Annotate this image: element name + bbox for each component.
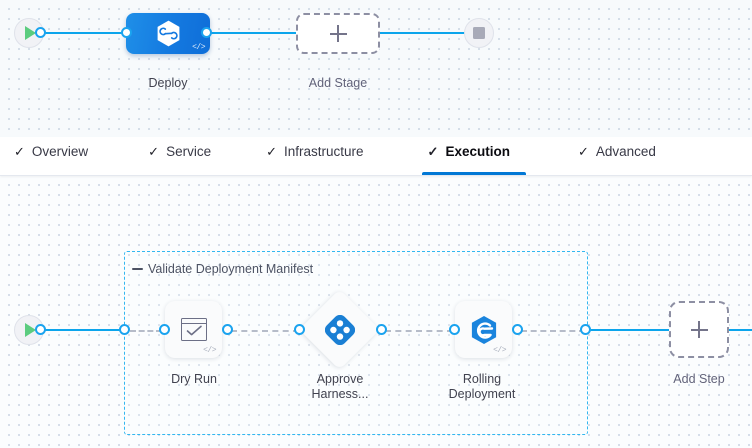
port-rolling-out[interactable] [512, 324, 523, 335]
check-icon: ✓ [148, 144, 160, 159]
port-exec-start-out[interactable] [35, 324, 46, 335]
tab-label: Service [166, 144, 212, 159]
tab-label: Execution [445, 144, 510, 159]
tab-underline [148, 172, 211, 175]
check-icon: ✓ [427, 144, 439, 159]
plus-icon [329, 25, 347, 42]
port-approve-in[interactable] [294, 324, 305, 335]
step-group-header[interactable]: Validate Deployment Manifest [132, 262, 313, 276]
step-node-rolling-deployment[interactable]: </> [455, 301, 512, 358]
connector-addstep-tail [729, 329, 752, 331]
code-badge: </> [192, 43, 205, 52]
connector-addstage-to-end [376, 32, 472, 34]
connector-dryrun-to-approve [231, 330, 299, 332]
tab-label: Advanced [595, 144, 656, 159]
port-approve-out[interactable] [376, 324, 387, 335]
plus-icon [690, 321, 708, 338]
check-icon: ✓ [577, 144, 589, 159]
step-label-approve-harness: Approve Harness... [311, 372, 369, 401]
tab-infrastructure[interactable]: ✓ Infrastructure [266, 137, 363, 175]
connector-start-to-group [38, 329, 126, 331]
tab-underline [421, 172, 526, 175]
stage-tab-bar: ✓ Overview ✓ Service ✓ Infrastructure ✓ … [0, 137, 752, 176]
stage-label-deploy: Deploy [148, 76, 188, 90]
connector-deploy-to-addstage [206, 32, 300, 34]
add-stage-label: Add Stage [308, 76, 368, 90]
stage-canvas[interactable]: </> Deploy Add Stage [0, 0, 752, 137]
port-dryrun-in[interactable] [159, 324, 170, 335]
tab-underline [578, 172, 656, 175]
port-group-in[interactable] [119, 324, 130, 335]
window-check-icon [180, 318, 207, 341]
pipeline-end-node[interactable] [464, 18, 494, 48]
port-rolling-in[interactable] [449, 324, 460, 335]
play-icon [25, 323, 36, 337]
tab-underline [14, 172, 88, 175]
harness-hexagon-icon [157, 20, 179, 47]
add-stage-button[interactable] [296, 13, 380, 54]
stop-icon [473, 27, 485, 39]
rolling-deployment-icon [471, 315, 496, 344]
step-group-label: Validate Deployment Manifest [148, 262, 314, 276]
tab-advanced[interactable]: ✓ Advanced [578, 137, 656, 175]
tab-label: Overview [31, 144, 89, 159]
port-start-out[interactable] [35, 27, 46, 38]
add-step-button[interactable] [669, 301, 729, 358]
harness-approval-icon [324, 314, 355, 345]
code-badge: </> [203, 346, 216, 355]
step-label-dry-run: Dry Run [171, 372, 217, 386]
port-deploy-in[interactable] [121, 27, 132, 38]
step-node-dry-run[interactable]: </> [165, 301, 222, 358]
step-label-rolling-deployment: Rolling Deployment [448, 372, 516, 401]
execution-canvas[interactable]: Validate Deployment Manifest </> [0, 176, 752, 448]
play-icon [25, 26, 36, 40]
check-icon: ✓ [266, 144, 277, 159]
stage-node-deploy[interactable]: </> [126, 13, 210, 54]
port-dryrun-out[interactable] [222, 324, 233, 335]
port-deploy-out[interactable] [201, 27, 212, 38]
connector-start-to-deploy [38, 32, 130, 34]
check-icon: ✓ [14, 144, 25, 159]
port-group-out[interactable] [580, 324, 591, 335]
tab-label: Infrastructure [284, 144, 364, 159]
step-node-approve-harness[interactable] [299, 289, 380, 370]
tab-service[interactable]: ✓ Service [148, 137, 211, 175]
connector-group-to-dryrun [130, 330, 162, 332]
collapse-minus-icon[interactable] [132, 268, 143, 270]
connector-rolling-to-groupend [521, 330, 585, 332]
tab-execution[interactable]: ✓ Execution [421, 137, 526, 175]
code-badge: </> [493, 346, 506, 355]
connector-group-to-addstep [589, 329, 669, 331]
add-step-label: Add Step [673, 372, 725, 386]
tab-overview[interactable]: ✓ Overview [14, 137, 88, 175]
connector-approve-to-rolling [385, 330, 453, 332]
tab-underline [266, 172, 363, 175]
